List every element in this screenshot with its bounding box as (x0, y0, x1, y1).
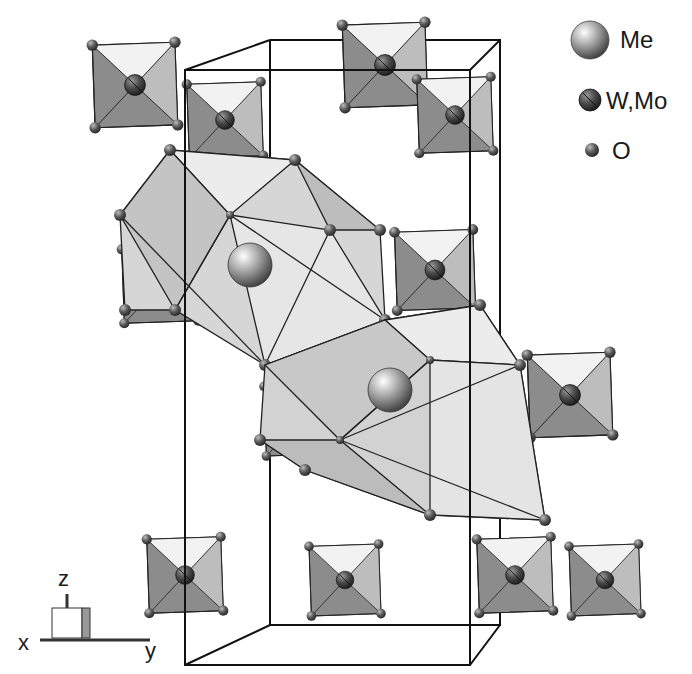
legend-text: W,Mo (606, 89, 667, 113)
legend-sphere (579, 89, 601, 111)
axis-label: z (58, 568, 69, 590)
axis-glyph (40, 594, 150, 640)
legend-text: O (612, 139, 631, 163)
axis-label: y (145, 640, 156, 662)
legend-sphere (585, 143, 599, 157)
axis-label: x (18, 632, 29, 654)
legend-text: Me (620, 28, 653, 52)
legend-sphere (571, 21, 609, 59)
